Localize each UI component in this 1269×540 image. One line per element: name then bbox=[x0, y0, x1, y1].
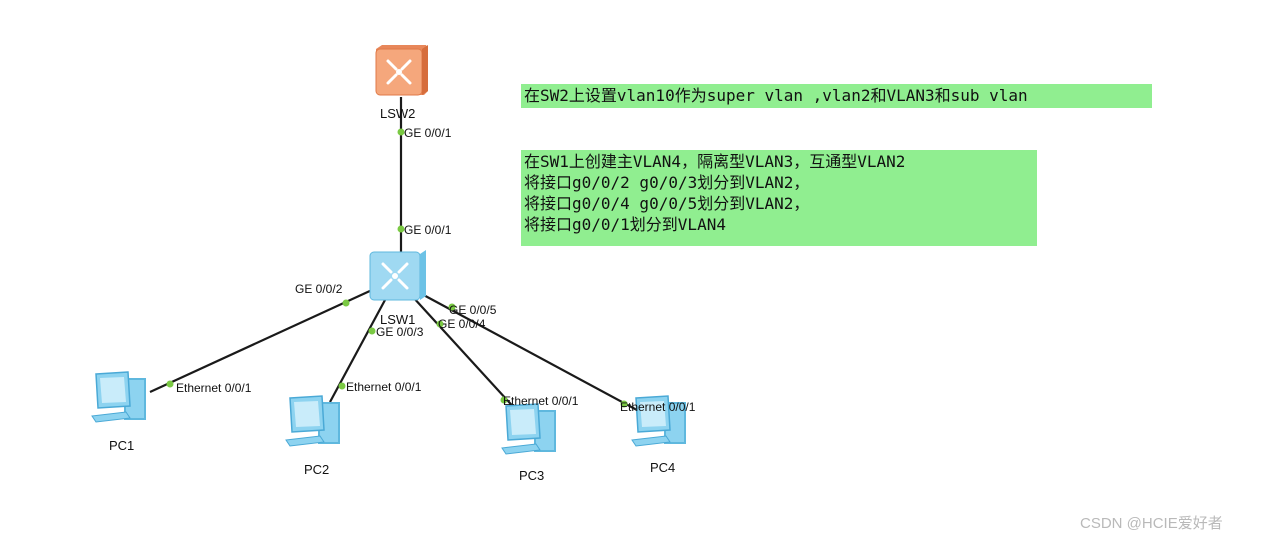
note-sw1-line-3: 将接口g0/0/4 g0/0/5划分到VLAN2， bbox=[524, 194, 810, 213]
port-label-lsw1-ge005: GE 0/0/5 bbox=[449, 303, 497, 317]
port-dot-pc1-eth bbox=[166, 380, 174, 388]
pc4-name: PC4 bbox=[650, 460, 676, 475]
port-label-lsw1-ge001: GE 0/0/1 bbox=[404, 223, 452, 237]
note-sw1-line-2: 将接口g0/0/2 g0/0/3划分到VLAN2， bbox=[524, 173, 810, 192]
pc1-name: PC1 bbox=[109, 438, 135, 453]
port-label-pc4-eth: Ethernet 0/0/1 bbox=[620, 400, 696, 414]
port-dots bbox=[166, 128, 628, 408]
port-label-pc3-eth: Ethernet 0/0/1 bbox=[503, 394, 579, 408]
lsw1-switch-icon bbox=[369, 250, 426, 301]
port-label-lsw1-ge004: GE 0/0/4 bbox=[438, 317, 486, 331]
pc3-icon bbox=[501, 403, 556, 455]
port-label-lsw1-ge003: GE 0/0/3 bbox=[376, 325, 424, 339]
port-dot-lsw2-ge001 bbox=[397, 128, 405, 136]
port-dot-lsw1-ge001 bbox=[397, 225, 405, 233]
link-lsw1-pc1 bbox=[149, 289, 373, 393]
port-dot-pc3-eth bbox=[500, 396, 508, 404]
lsw1-name: LSW1 bbox=[380, 312, 416, 327]
note-sw1-line-1: 在SW1上创建主VLAN4，隔离型VLAN3，互通型VLAN2 bbox=[524, 152, 906, 171]
port-dot-lsw1-ge004 bbox=[436, 320, 444, 328]
note-sw1-config: 在SW1上创建主VLAN4，隔离型VLAN3，互通型VLAN2 将接口g0/0/… bbox=[521, 150, 1037, 246]
port-dot-pc2-eth bbox=[338, 382, 346, 390]
pc4-icon bbox=[631, 395, 686, 447]
port-label-lsw2-ge001: GE 0/0/1 bbox=[404, 126, 452, 140]
port-label-lsw1-ge002: GE 0/0/2 bbox=[295, 282, 343, 296]
pc2-name: PC2 bbox=[304, 462, 330, 477]
port-label-pc1-eth: Ethernet 0/0/1 bbox=[176, 381, 252, 395]
port-label-pc2-eth: Ethernet 0/0/1 bbox=[346, 380, 422, 394]
lsw2-name: LSW2 bbox=[380, 106, 416, 121]
pc1-icon bbox=[91, 371, 146, 423]
port-dot-lsw1-ge003 bbox=[368, 327, 376, 335]
port-dot-pc4-eth bbox=[620, 400, 628, 408]
links bbox=[149, 97, 649, 417]
pc3-name: PC3 bbox=[519, 468, 545, 483]
link-lsw1-pc3 bbox=[411, 295, 519, 413]
lsw2-switch-icon bbox=[375, 45, 428, 96]
pc2-icon bbox=[285, 395, 340, 447]
watermark: CSDN @HCIE爱好者 bbox=[1080, 515, 1223, 532]
port-dot-lsw1-ge005 bbox=[448, 303, 456, 311]
port-dot-lsw1-ge002 bbox=[342, 299, 350, 307]
note-sw2-config: 在SW2上设置vlan10作为super vlan ,vlan2和VLAN3和s… bbox=[521, 84, 1152, 108]
link-lsw1-pc4 bbox=[417, 291, 649, 417]
note-sw2-line: 在SW2上设置vlan10作为super vlan ,vlan2和VLAN3和s… bbox=[524, 86, 1028, 105]
note-sw1-line-4: 将接口g0/0/1划分到VLAN4 bbox=[524, 215, 726, 234]
